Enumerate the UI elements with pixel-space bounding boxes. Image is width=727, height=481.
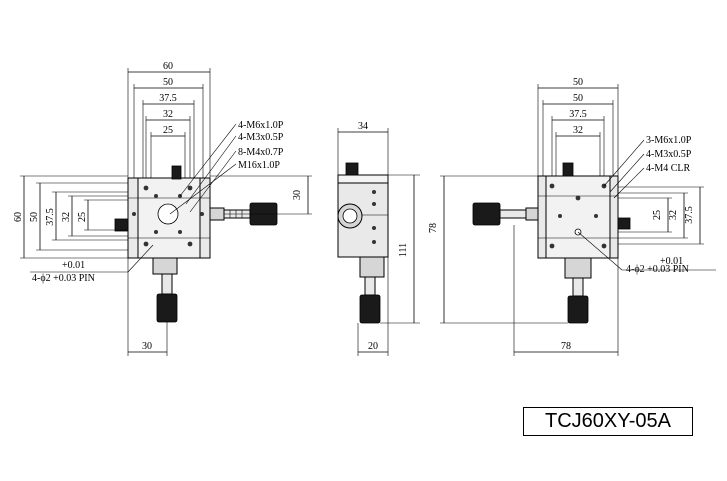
side-dim-20: 20 <box>368 341 378 352</box>
rear-right-dimensions: 25 32 37.5 <box>618 186 704 245</box>
front-callout-m16: M16x1.0P <box>238 160 280 171</box>
front-callout-m6: 4-M6x1.0P <box>238 120 284 131</box>
rear-left-micrometer <box>472 202 539 226</box>
rear-dim-78-bottom: 78 <box>561 341 571 352</box>
front-dim-32-left: 32 <box>61 212 72 222</box>
rear-pin-tolerance: +0.01 <box>660 256 683 267</box>
front-center-hole <box>157 203 179 225</box>
front-dim-32-top: 32 <box>163 109 173 120</box>
side-dim-34: 34 <box>358 121 368 132</box>
front-callouts: 4-M6x1.0P 4-M3x0.5P 8-M4x0.7P M16x1.0P +… <box>30 120 284 284</box>
front-dim-50-top: 50 <box>163 77 173 88</box>
front-pin-label: 4-ϕ2 +0.03 PIN <box>32 273 95 284</box>
rear-view: 50 50 37.5 32 25 32 37.5 78 <box>428 77 716 356</box>
rear-left-dimension: 78 <box>428 175 568 324</box>
rear-dim-78-left: 78 <box>428 223 439 233</box>
rear-callouts: 3-M6x1.0P 4-M3x0.5P 4-M4 CLR +0.01 4-ϕ2 … <box>577 135 716 275</box>
rear-dim-32-right: 32 <box>668 210 679 220</box>
front-lock-knob-left <box>114 218 129 232</box>
front-dim-60-left: 60 <box>13 212 24 222</box>
front-hole <box>143 185 149 191</box>
rear-dim-37-5-right: 37.5 <box>684 206 695 224</box>
front-view: 60 50 37.5 32 25 60 50 37.5 32 <box>13 61 312 356</box>
rear-dim-32-top: 32 <box>573 125 583 136</box>
front-right-dimension: 30 <box>210 175 312 215</box>
model-number-box: TCJ60XY-05A <box>523 407 693 436</box>
front-hole <box>154 194 158 198</box>
side-bracket <box>359 256 385 278</box>
rear-callout-m3: 4-M3x0.5P <box>646 149 692 160</box>
rear-lock-knob-top <box>562 162 574 177</box>
side-lock-knob <box>345 162 359 176</box>
rear-top-dimensions: 50 50 37.5 32 <box>537 77 619 176</box>
front-dim-37-5-left: 37.5 <box>45 208 56 226</box>
side-bottom-knob <box>359 294 381 324</box>
side-view: 34 111 20 <box>337 121 420 356</box>
front-left-dimensions: 60 50 37.5 32 25 <box>13 175 128 259</box>
front-bottom-micrometer <box>152 257 178 323</box>
rear-bottom-dimension: 78 <box>513 225 619 356</box>
front-dim-25-top: 25 <box>163 125 173 136</box>
model-number: TCJ60XY-05A <box>545 410 671 432</box>
rear-dim-50-a: 50 <box>573 77 583 88</box>
rear-callout-m6: 3-M6x1.0P <box>646 135 692 146</box>
side-dim-111: 111 <box>398 243 409 257</box>
front-lock-knob-top <box>171 165 182 180</box>
front-callout-m4: 8-M4x0.7P <box>238 147 284 158</box>
rear-dim-25-right: 25 <box>652 210 663 220</box>
rear-lock-knob-right <box>617 217 631 230</box>
front-hole <box>178 230 182 234</box>
front-hole <box>154 230 158 234</box>
front-dim-30-right: 30 <box>292 190 303 200</box>
front-dim-37-5-top: 37.5 <box>159 93 177 104</box>
front-hole <box>143 241 149 247</box>
rear-pin-label: 4-ϕ2 +0.03 PIN <box>626 264 689 275</box>
rear-bottom-micrometer <box>564 257 592 324</box>
front-dim-50-left: 50 <box>29 212 40 222</box>
front-hole <box>187 185 193 191</box>
front-hole <box>187 241 193 247</box>
front-bottom-dimension: 30 <box>127 258 168 356</box>
rear-callout-m4: 4-M4 CLR <box>646 163 691 174</box>
front-dim-60-top: 60 <box>163 61 173 72</box>
front-top-dimensions: 60 50 37.5 32 25 <box>127 61 211 178</box>
rear-dim-37-5-top: 37.5 <box>569 109 587 120</box>
front-dim-30-bottom: 30 <box>142 341 152 352</box>
front-dim-25-left: 25 <box>77 212 88 222</box>
front-callout-m3: 4-M3x0.5P <box>238 132 284 143</box>
rear-dim-50-b: 50 <box>573 93 583 104</box>
front-hole <box>200 212 204 216</box>
front-pin-tolerance: +0.01 <box>62 260 85 271</box>
front-hole <box>132 212 136 216</box>
